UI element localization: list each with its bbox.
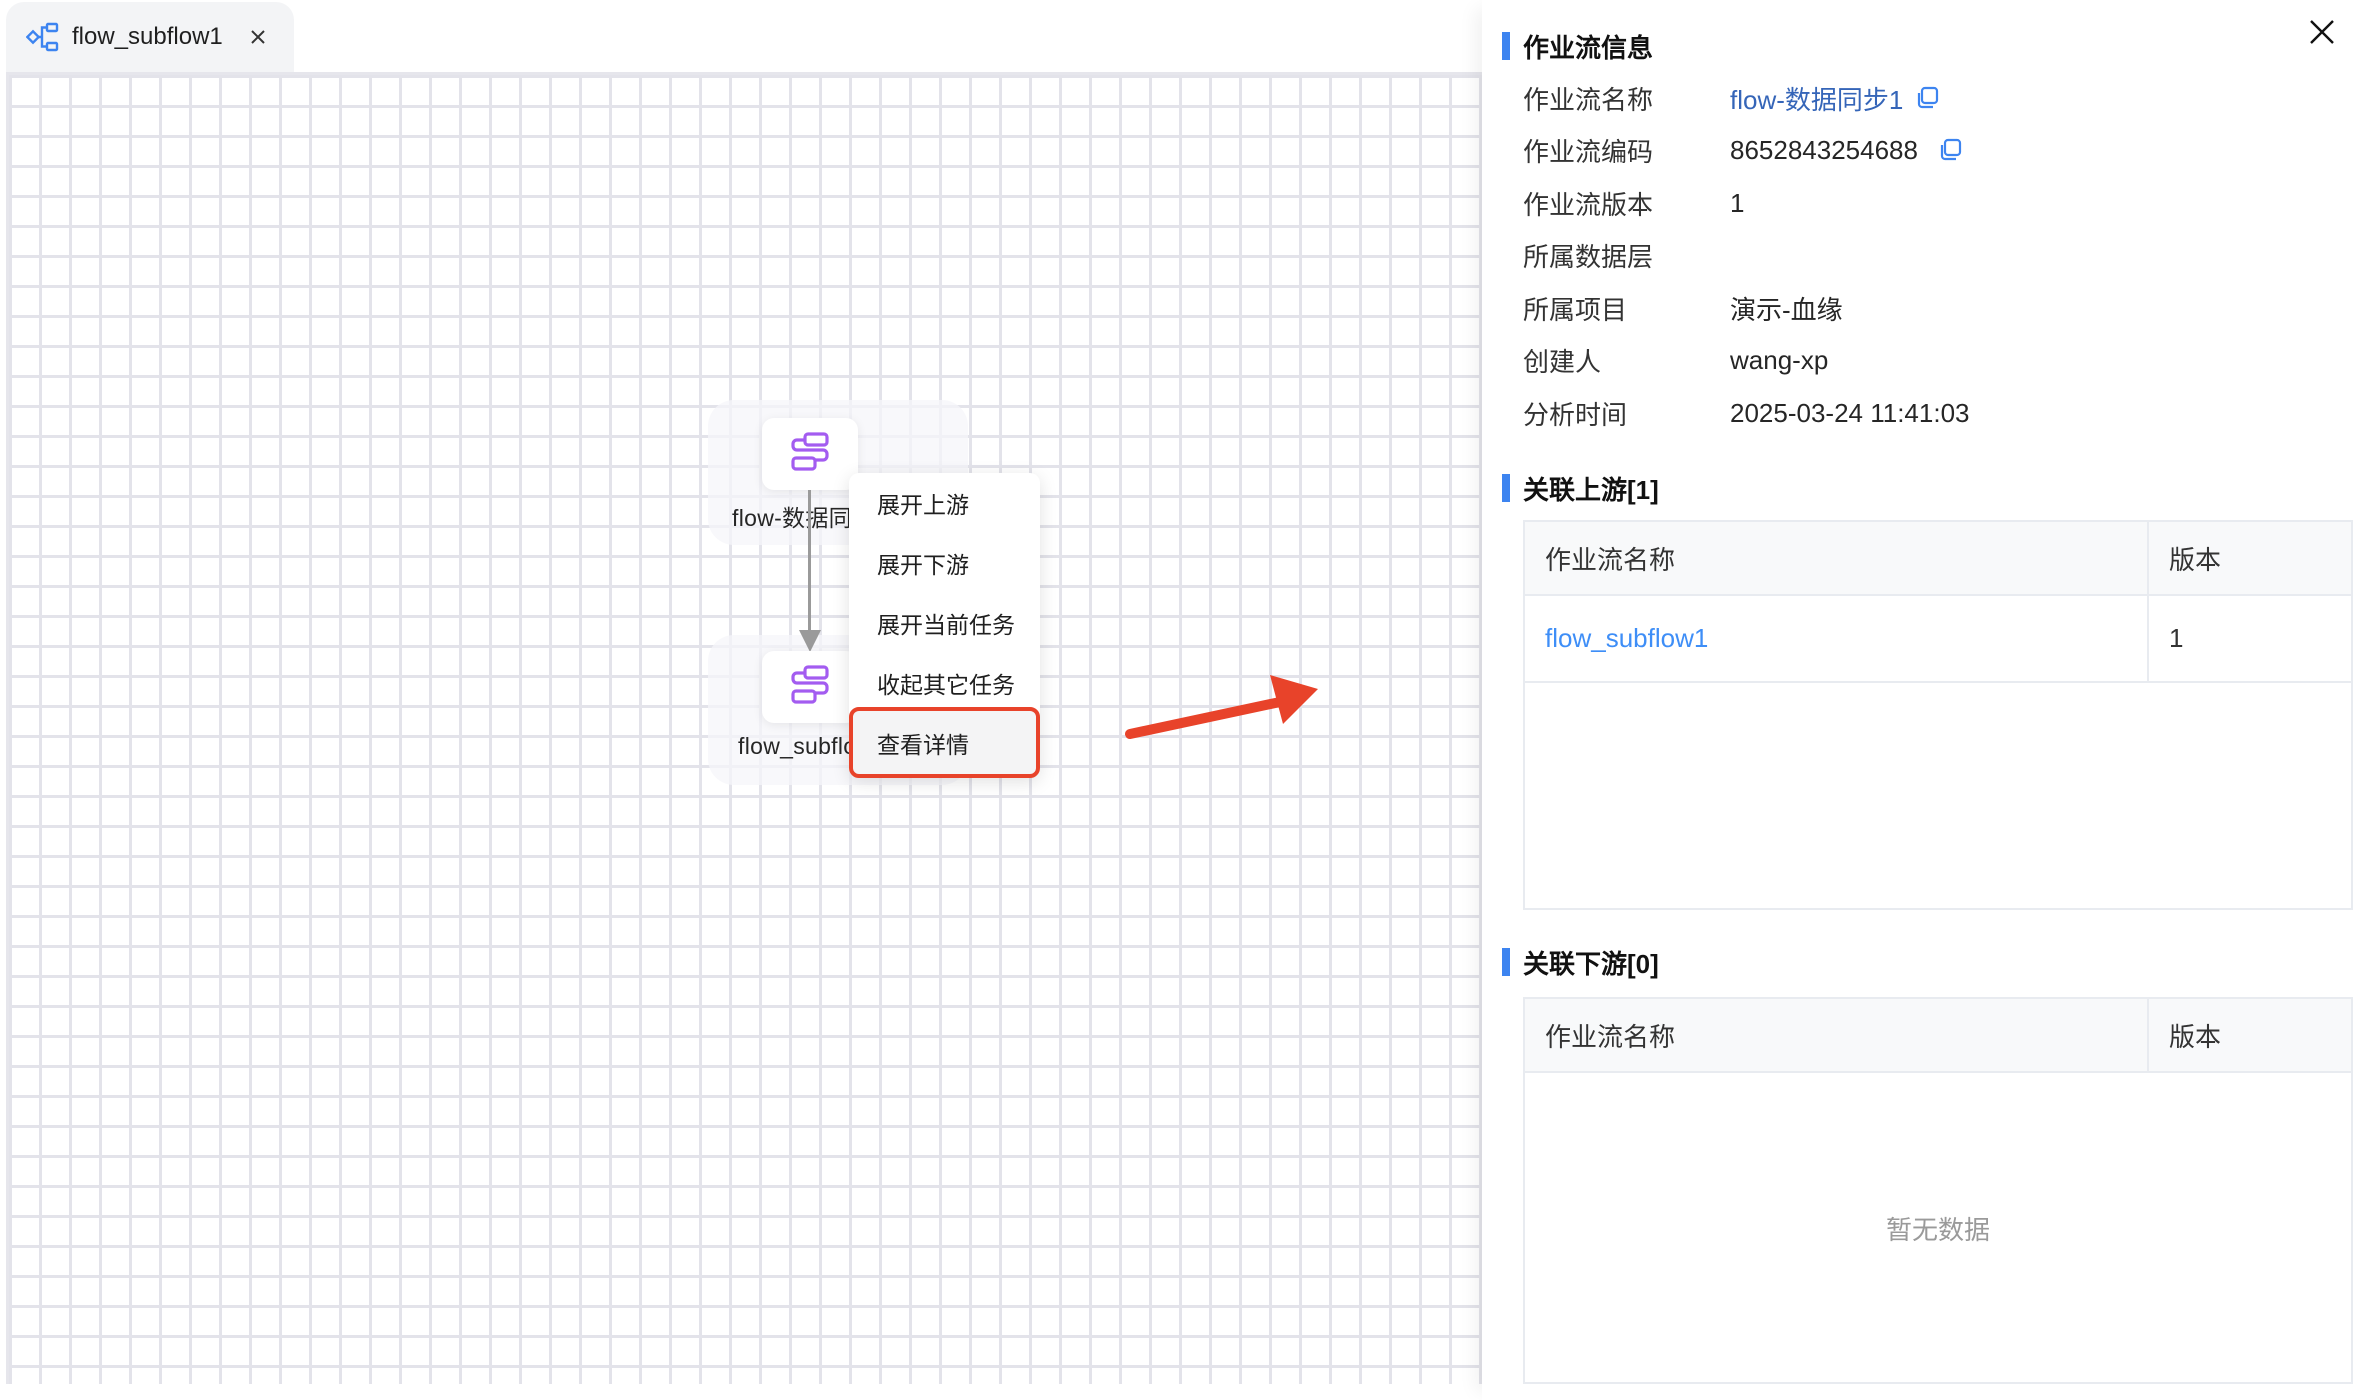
info-row-name: 作业流名称 flow-数据同步1: [1523, 78, 1939, 118]
section-title-downstream: 关联下游[0]: [1502, 947, 1659, 979]
menu-item-expand-upstream[interactable]: 展开上游: [877, 492, 969, 518]
copy-icon[interactable]: [1915, 86, 1939, 110]
edge-line: [808, 490, 811, 635]
info-row-data-layer: 所属数据层: [1523, 241, 1654, 272]
node-label: flow-数据同: [732, 505, 852, 531]
node-label: flow_subflo: [738, 733, 857, 759]
copy-icon[interactable]: [1938, 138, 1962, 162]
section-marker: [1502, 474, 1510, 502]
table-header: 作业流名称 版本: [1525, 999, 2351, 1073]
section-marker: [1502, 32, 1510, 60]
section-title-info: 作业流信息: [1502, 31, 1653, 63]
node-flow-data-sync[interactable]: [762, 418, 858, 490]
empty-state: 暂无数据: [1885, 1215, 1990, 1245]
context-menu: 展开上游 展开下游 展开当前任务 收起其它任务 查看详情: [849, 473, 1040, 778]
column-header-version: 版本: [2169, 1021, 2222, 1052]
workflow-node-icon: [788, 663, 832, 712]
section-marker: [1502, 948, 1510, 976]
tab-label: flow_subflow1: [72, 23, 223, 50]
menu-item-collapse-others[interactable]: 收起其它任务: [877, 672, 1015, 698]
close-icon[interactable]: [2306, 16, 2338, 48]
column-header-name: 作业流名称: [1525, 522, 2149, 594]
table-row: flow_subflow1 1: [1525, 596, 2351, 683]
tab-flow-subflow1[interactable]: flow_subflow1: [6, 2, 294, 72]
table-header: 作业流名称 版本: [1525, 522, 2351, 596]
upstream-flow-version: 1: [2169, 623, 2184, 653]
workflow-node-icon: [788, 430, 832, 479]
menu-item-expand-current[interactable]: 展开当前任务: [877, 612, 1015, 638]
detail-panel: 作业流信息 作业流名称 flow-数据同步1 作业流编码 86528432546…: [1482, 0, 2380, 1400]
section-title-upstream: 关联上游[1]: [1502, 473, 1659, 505]
close-icon[interactable]: [247, 26, 269, 48]
column-header-name: 作业流名称: [1525, 999, 2149, 1071]
info-row-analysis-time: 分析时间 2025-03-24 11:41:03: [1523, 397, 1970, 430]
menu-item-view-details[interactable]: 查看详情: [849, 707, 1040, 778]
tab-strip: flow_subflow1: [0, 0, 1482, 72]
edge-arrowhead: [799, 630, 821, 652]
annotation-arrow-icon: [1125, 675, 1318, 739]
workflow-code-value: 8652843254688: [1730, 135, 1962, 166]
column-header-version: 版本: [2169, 544, 2222, 575]
info-row-project: 所属项目 演示-血缘: [1523, 294, 1843, 325]
info-row-code: 作业流编码 8652843254688: [1523, 130, 1962, 170]
menu-item-expand-downstream[interactable]: 展开下游: [877, 552, 969, 578]
info-row-creator: 创建人 wang-xp: [1523, 344, 1829, 377]
flow-tree-icon: [26, 22, 66, 52]
upstream-flow-link[interactable]: flow_subflow1: [1525, 596, 2149, 681]
upstream-table: 作业流名称 版本 flow_subflow1 1: [1523, 520, 2353, 910]
workflow-name-value[interactable]: flow-数据同步1: [1730, 80, 1939, 117]
downstream-table: 作业流名称 版本 暂无数据: [1523, 997, 2353, 1384]
node-flow-subflow1[interactable]: [762, 651, 858, 723]
info-row-version: 作业流版本 1: [1523, 187, 1745, 220]
